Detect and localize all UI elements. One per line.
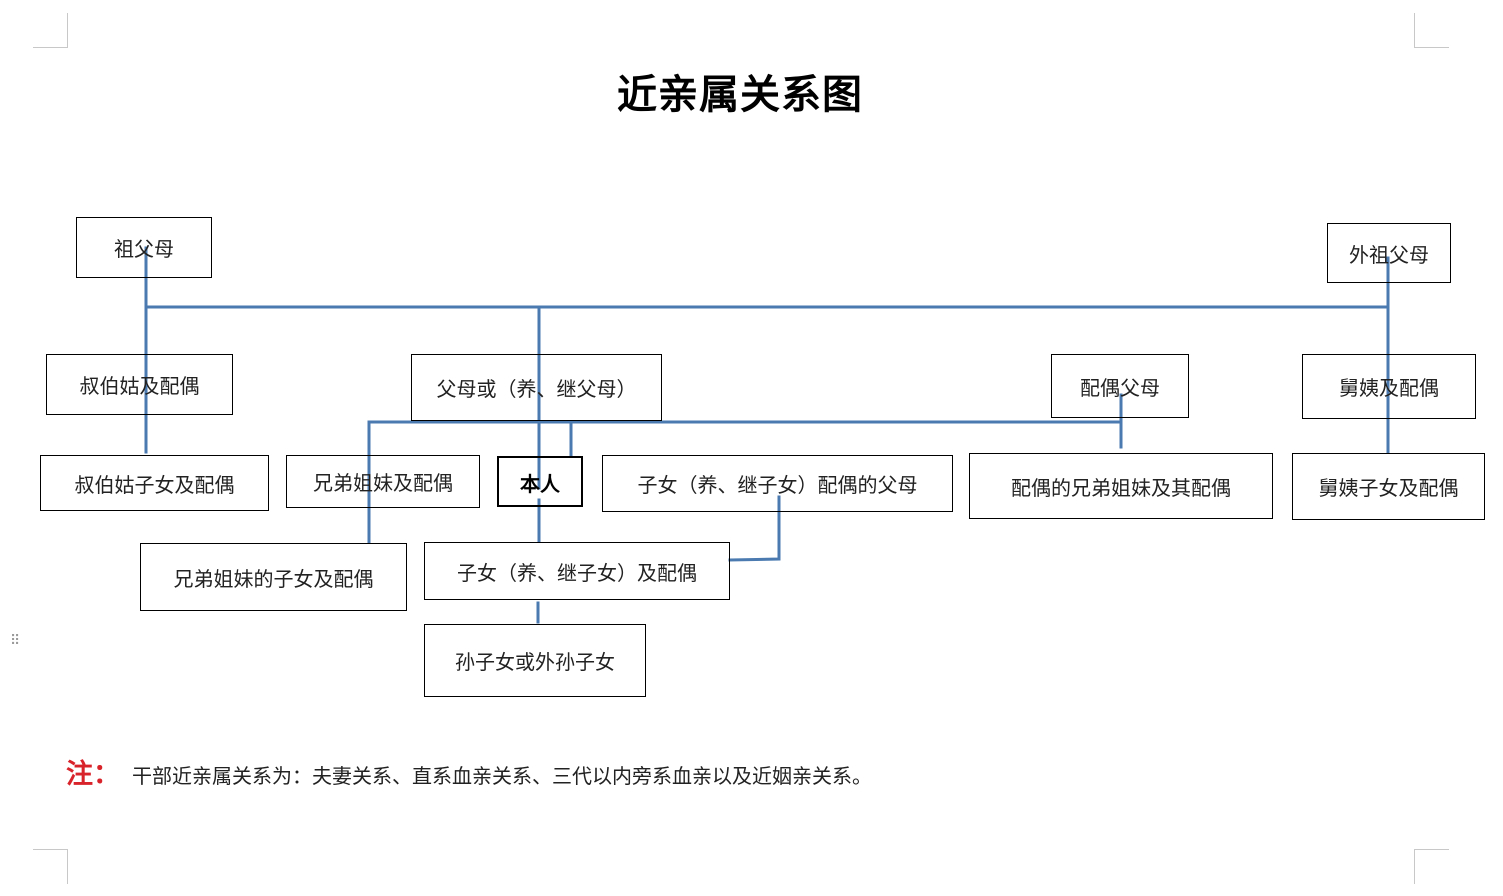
page-title: 近亲属关系图 [617, 71, 863, 118]
box-grandchildren: 孙子女或外孙子女 [424, 624, 646, 697]
box-spouse-siblings: 配偶的兄弟姐妹及其配偶 [969, 453, 1273, 519]
box-children: 子女（养、继子女）及配偶 [424, 542, 730, 600]
page-corner-mark [33, 13, 68, 48]
page-corner-mark [1414, 849, 1449, 884]
drag-handle-icon[interactable]: ⠿ [10, 633, 22, 649]
box-maternal-cousins: 舅姨子女及配偶 [1292, 453, 1485, 520]
box-spouse-parents: 配偶父母 [1051, 354, 1189, 418]
box-siblings-children: 兄弟姐妹的子女及配偶 [140, 543, 407, 611]
box-paternal-aunts-uncles: 叔伯姑及配偶 [46, 354, 233, 415]
page-corner-mark [33, 849, 68, 884]
box-parents: 父母或（养、继父母） [411, 354, 662, 421]
page-corner-mark [1414, 13, 1449, 48]
box-maternal-grandparents: 外祖父母 [1327, 223, 1451, 283]
box-maternal-aunts-uncles: 舅姨及配偶 [1302, 354, 1476, 419]
box-paternal-cousins: 叔伯姑子女及配偶 [40, 455, 269, 511]
box-siblings: 兄弟姐妹及配偶 [286, 455, 480, 508]
note-text: 干部近亲属关系为：夫妻关系、直系血亲关系、三代以内旁系血亲以及近姻亲关系。 [132, 764, 872, 788]
footnote: 注： 干部近亲属关系为：夫妻关系、直系血亲关系、三代以内旁系血亲以及近姻亲关系。 [66, 752, 872, 791]
box-self: 本人 [497, 456, 583, 507]
note-label: 注： [66, 759, 120, 790]
connector-line [728, 495, 781, 562]
box-children-spouse-parents: 子女（养、继子女）配偶的父母 [602, 455, 953, 512]
box-grandparents: 祖父母 [76, 217, 212, 278]
